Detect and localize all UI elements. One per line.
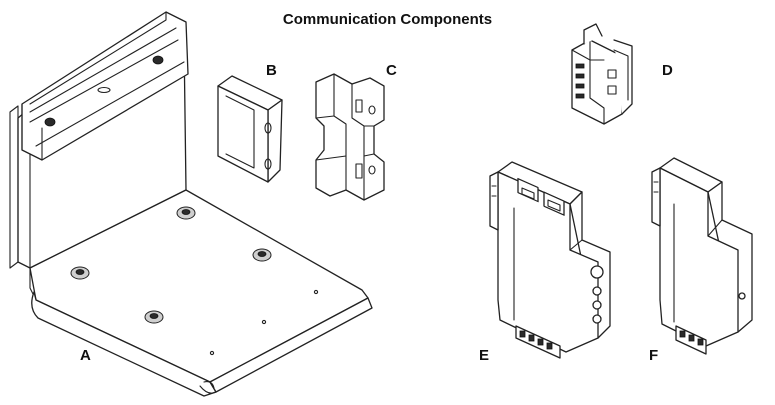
label-d: D <box>662 62 673 79</box>
component-d-connector <box>571 23 633 125</box>
screw-icon <box>70 206 272 324</box>
terminal-screw-icon <box>679 330 704 346</box>
label-a: A <box>80 347 91 364</box>
label-c: C <box>386 62 397 79</box>
component-c-rail-clip <box>315 73 385 201</box>
label-b: B <box>266 62 277 79</box>
label-e: E <box>479 347 490 364</box>
component-f-module <box>651 157 753 355</box>
component-e-comm-module <box>489 161 611 359</box>
terminal-screw-icon <box>519 330 553 350</box>
diagram-title: Communication Components <box>282 11 493 28</box>
label-f: F <box>649 347 659 364</box>
component-a-mounting-bracket <box>9 11 373 397</box>
component-b-end-block <box>217 75 283 183</box>
